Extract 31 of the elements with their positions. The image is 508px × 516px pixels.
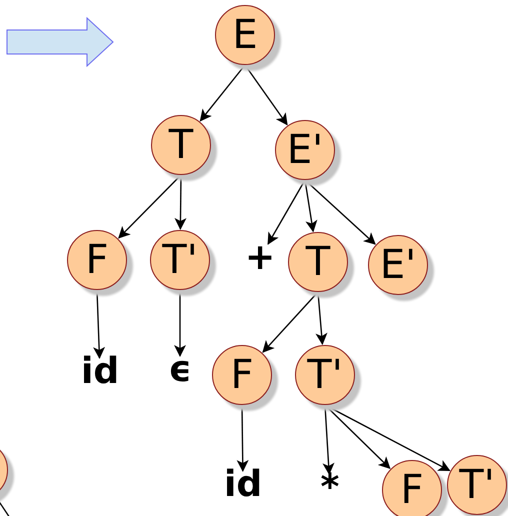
tree-node-circle: F: [67, 230, 127, 290]
arrow: [200, 64, 246, 122]
terminal-symbol: id: [224, 467, 262, 503]
arrow: [174, 290, 186, 357]
terminal-symbol: id: [81, 354, 120, 390]
tree-node-circle: T': [447, 455, 507, 515]
arrow: [304, 180, 376, 245]
arrow: [244, 64, 288, 126]
arrow: [316, 292, 328, 346]
arrow: [236, 405, 249, 472]
tree-node-circle: E': [368, 235, 428, 295]
terminal-symbol: *: [320, 470, 340, 506]
arrow: [118, 174, 182, 239]
tree-node-circle: T: [288, 232, 348, 292]
arrow: [93, 290, 106, 359]
arrow: [322, 404, 334, 475]
tree-node-circle: T: [151, 115, 211, 175]
arrow: [304, 180, 318, 232]
tree-node-circle: F: [382, 460, 442, 516]
arrow: [268, 180, 306, 245]
arrow: [324, 404, 391, 470]
tree-node-circle: E': [275, 120, 335, 180]
terminal-symbol: ϵ: [168, 352, 192, 388]
arrow: [324, 404, 450, 472]
tree-node-circle: F: [212, 345, 272, 405]
terminal-symbol: +: [245, 240, 276, 276]
tree-node-circle: E: [215, 5, 275, 65]
arrow: [174, 175, 186, 230]
tree-node-circle: T': [295, 345, 355, 405]
arrow: [262, 292, 318, 353]
tree-node-circle: T': [150, 230, 210, 290]
